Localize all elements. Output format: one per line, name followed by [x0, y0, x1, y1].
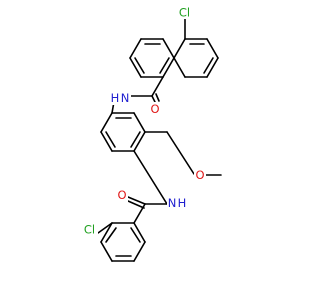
- atom-o-amide-lower: O: [116, 188, 128, 202]
- bond-mid-nh: [133, 150, 168, 205]
- atom-cl-top: Cl: [176, 5, 193, 20]
- atom-cl-bottom: Cl: [81, 222, 98, 237]
- bond-co-lower-a: [127, 196, 146, 205]
- bond-co-upper-b: [155, 93, 160, 102]
- bond-m5: [100, 131, 113, 152]
- atom-label-o-amide-upper: O: [150, 102, 159, 116]
- atom-label-o-amide-lower: O: [117, 188, 126, 202]
- bond-nA-d3: [134, 57, 145, 74]
- bond-nB4: [206, 57, 219, 78]
- bond-nB1: [173, 38, 186, 59]
- bond-nA6: [129, 57, 142, 78]
- bond-nB3: [206, 38, 219, 59]
- bond-m-d3: [105, 131, 116, 148]
- atom-o-amide-upper: O: [149, 102, 161, 116]
- bond-c1-co: [151, 76, 164, 97]
- atom-label-cl-top: Cl: [179, 6, 190, 20]
- bond-b2: [100, 222, 113, 243]
- bond-ome-2: [166, 131, 195, 175]
- atom-label-o-methoxy: O: [195, 168, 204, 182]
- atom-nh-upper: H N: [110, 91, 131, 105]
- bond-b6: [133, 222, 146, 243]
- atom-label-layer: Cl O H N O O N H Cl: [81, 5, 206, 237]
- bond-nA-d2: [159, 57, 170, 74]
- bond-nB-d2: [203, 57, 214, 74]
- atom-nh-lower: N H: [167, 196, 188, 210]
- bond-nA3: [162, 38, 175, 59]
- bond-cl-bottom: [97, 222, 113, 234]
- bond-m3: [133, 131, 146, 152]
- bond-layer: [97, 18, 222, 262]
- molecule-diagram: Cl O H N O O N H Cl: [81, 5, 222, 262]
- bond-b3: [100, 241, 113, 262]
- bond-m6: [100, 112, 113, 133]
- atom-o-methoxy: O: [194, 168, 206, 182]
- bond-m2: [133, 112, 146, 133]
- bond-co-lower-b: [127, 200, 145, 209]
- bond-b5: [133, 241, 146, 262]
- bond-nA4: [162, 57, 175, 78]
- atom-label-cl-bottom: Cl: [84, 223, 95, 237]
- atom-label-n-lower: N: [168, 196, 177, 210]
- bond-nB6: [173, 57, 186, 78]
- atom-label-h-upper: H: [111, 91, 120, 105]
- bond-co-upper-a: [151, 95, 156, 103]
- bond-b-d3: [130, 227, 141, 243]
- atom-label-h-lower: H: [178, 196, 187, 210]
- bond-b-d1: [105, 227, 117, 243]
- bond-m-d2: [130, 131, 141, 148]
- atom-label-n-upper: N: [121, 91, 130, 105]
- bond-co-ring: [133, 203, 146, 224]
- bond-nA1: [129, 38, 142, 59]
